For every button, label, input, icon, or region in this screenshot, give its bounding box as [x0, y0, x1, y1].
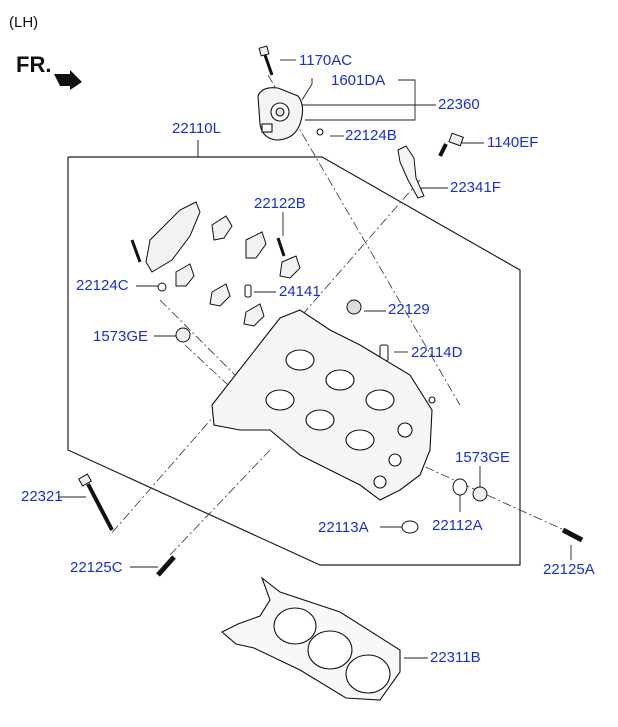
- head-gasket-shape: [221, 576, 401, 701]
- bracket-22341F-shape: [397, 145, 425, 199]
- plug-22124C-shape: [157, 282, 167, 292]
- front-direction-label: FR.: [16, 52, 52, 77]
- part-label-22110L[interactable]: 22110L: [172, 120, 221, 137]
- part-label-1170AC[interactable]: 1170AC: [299, 52, 353, 69]
- part-label-22360[interactable]: 22360: [438, 96, 480, 113]
- part-label-24141[interactable]: 24141: [279, 283, 321, 300]
- part-label-22114D[interactable]: 22114D: [411, 344, 463, 361]
- bolt-1170AC-shape: [258, 45, 274, 76]
- part-label-22124C[interactable]: 22124C: [76, 277, 129, 294]
- seal-22129-shape: [346, 299, 362, 315]
- stud-22125C-shape: [156, 555, 176, 577]
- part-label-22112A[interactable]: 22112A: [432, 517, 483, 534]
- part-label-22124B[interactable]: 22124B: [345, 127, 397, 144]
- pump-22360-shape: [257, 87, 324, 141]
- headbolt-22321-shape: [77, 473, 114, 531]
- stud-22125A-shape: [561, 527, 584, 543]
- plug-1573GE-left-shape: [175, 327, 191, 343]
- cylinder-head-shape: [211, 309, 436, 501]
- plug-1573GE-right-shape: [472, 486, 488, 502]
- part-label-22113A[interactable]: 22113A: [318, 519, 369, 536]
- part-label-1140EF[interactable]: 1140EF: [487, 134, 539, 151]
- cam-caps-shape: [130, 201, 301, 327]
- part-label-22129[interactable]: 22129: [388, 301, 430, 318]
- part-label-22125A[interactable]: 22125A: [543, 561, 595, 578]
- part-label-22125C[interactable]: 22125C: [70, 559, 123, 576]
- ring-22113A-shape: [401, 520, 419, 534]
- part-label-1573GE-right[interactable]: 1573GE: [455, 449, 511, 466]
- dowel-24141-shape: [244, 284, 252, 298]
- fr-arrow-shape: [54, 70, 82, 90]
- part-label-22341F[interactable]: 22341F: [450, 179, 501, 196]
- ring-22112A-shape: [452, 478, 468, 496]
- part-label-1573GE-left[interactable]: 1573GE: [93, 328, 149, 345]
- side-indicator: (LH): [9, 14, 39, 31]
- centerlines: [109, 74, 576, 556]
- part-label-1601DA[interactable]: 1601DA: [331, 72, 386, 89]
- assembly-outline: [67, 156, 521, 566]
- part-label-22122B[interactable]: 22122B: [254, 195, 306, 212]
- part-label-22311B[interactable]: 22311B: [430, 649, 481, 666]
- part-label-22321[interactable]: 22321: [21, 488, 63, 505]
- leader-lines: [58, 59, 572, 659]
- bolt-1140EF-shape: [438, 132, 464, 157]
